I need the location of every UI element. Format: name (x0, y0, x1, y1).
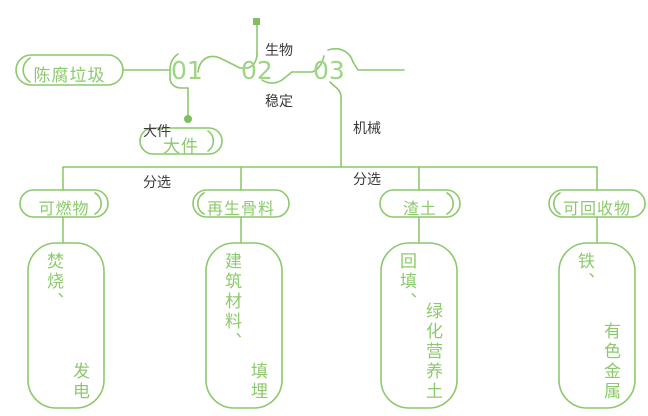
result-box-2 (205, 242, 283, 409)
arc-03-right (352, 61, 405, 71)
arc-02-left (239, 53, 258, 69)
result-box-text-4: 铁、 有色金属 (559, 252, 635, 402)
source-pill-label[interactable]: 陈腐垃圾 (33, 66, 106, 85)
result-box-4 (558, 242, 636, 409)
annotation-02: 生物 稳定 (265, 8, 321, 144)
result-box-3-col1: 回填、 (397, 252, 416, 312)
output-pill-label-2[interactable]: 再生骨料 (206, 201, 275, 218)
result-box-1-col1: 焚烧、 (44, 252, 63, 312)
byproduct-pill-inner-arc (207, 130, 215, 152)
annotation-01: 大件 分选 (130, 89, 184, 225)
byproduct-pill-label[interactable]: 大件 (163, 137, 199, 156)
arc-02-under (261, 71, 293, 84)
output-pill-label-3[interactable]: 渣土 (402, 201, 437, 218)
annotation-03-line2: 分选 (353, 171, 381, 187)
arc-03-left (311, 55, 325, 73)
result-box-1-col2: 发电 (70, 362, 89, 402)
arc-03-under (329, 81, 342, 98)
arc-03-top (327, 47, 354, 63)
result-box-text-1: 焚烧、 发电 (28, 252, 104, 402)
result-box-4-col1: 铁、 (575, 252, 594, 292)
arc-01-left (169, 53, 179, 71)
stage-number-01[interactable]: 01 (171, 56, 203, 85)
result-box-1 (27, 242, 105, 409)
output-pill-2-inner-arc (197, 192, 205, 215)
annotation-02-line2: 稳定 (265, 93, 293, 109)
source-pill-inner-arc (22, 57, 31, 83)
byproduct-pill-outline (139, 127, 223, 155)
result-box-2-col2: 填埋 (248, 362, 267, 402)
arc-01-right (197, 55, 241, 73)
output-pill-3-inner-arc (446, 192, 454, 215)
result-box-4-col2: 有色金属 (601, 322, 620, 402)
output-pill-1-inner-arc (94, 192, 102, 215)
result-box-text-2: 建筑材料、 填埋 (206, 252, 282, 402)
annotation-01-line1: 大件 (143, 123, 171, 139)
output-pill-3-outline (379, 189, 461, 218)
annotation-03-line1: 机械 (353, 120, 381, 136)
annotation-03: 机械 分选 (353, 86, 409, 222)
annotation-dot-round (184, 115, 192, 123)
stub-01-down (169, 69, 189, 89)
output-pill-label-4[interactable]: 可回收物 (562, 201, 631, 218)
result-box-text-3: 回填、 绿化营养土 (381, 252, 457, 402)
output-pill-4-inner-arc (553, 192, 561, 215)
output-pill-label-1[interactable]: 可燃物 (38, 201, 90, 218)
stage-number-03[interactable]: 03 (313, 56, 345, 85)
result-box-3-col2: 绿化营养土 (423, 302, 442, 402)
stage-number-02[interactable]: 02 (241, 56, 273, 85)
result-box-3 (380, 242, 458, 409)
annotation-01-line2: 分选 (143, 174, 171, 190)
result-box-2-col1: 建筑材料、 (222, 252, 241, 352)
annotation-02-line1: 生物 (265, 42, 293, 58)
output-pill-1-outline (19, 189, 109, 218)
annotation-dot-square (253, 18, 260, 25)
